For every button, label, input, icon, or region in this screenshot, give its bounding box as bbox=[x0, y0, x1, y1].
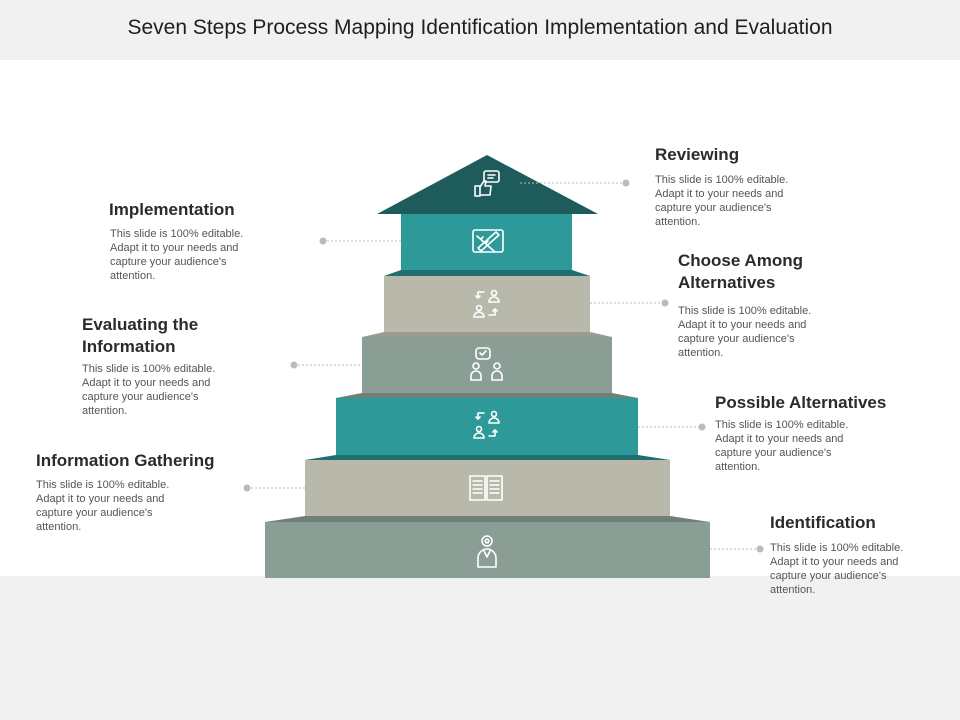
label-possible-alternatives: Possible Alternatives bbox=[715, 393, 887, 412]
connector-dot-reviewing bbox=[622, 179, 630, 187]
open-book-icon bbox=[469, 475, 503, 501]
page-title: Seven Steps Process Mapping Identificati… bbox=[127, 16, 833, 39]
step-identification-top bbox=[265, 516, 710, 522]
person-target-icon bbox=[477, 535, 497, 568]
connector-dot-implementation bbox=[319, 237, 327, 245]
desc-possible-alternatives: This slide is 100% editable. Adapt it to… bbox=[715, 419, 849, 473]
thumbs-up-chat-icon bbox=[474, 170, 500, 197]
step-evaluating-information-top bbox=[362, 332, 612, 337]
step-identification bbox=[265, 516, 710, 578]
connectors bbox=[247, 182, 760, 550]
people-exchange-icon-2 bbox=[473, 410, 500, 439]
step-choose-alternatives bbox=[384, 270, 590, 332]
label-information-gathering: Information Gathering bbox=[36, 451, 215, 470]
step-possible-alternatives-top bbox=[336, 393, 638, 398]
desc-implementation: This slide is 100% editable. Adapt it to… bbox=[110, 228, 244, 282]
connector-dot-identification bbox=[756, 545, 764, 553]
title-band bbox=[0, 0, 960, 60]
step-reviewing-roof bbox=[377, 155, 598, 214]
desc-information-gathering: This slide is 100% editable. Adapt it to… bbox=[36, 479, 170, 533]
step-reviewing bbox=[377, 155, 598, 214]
connector-dot-possible-alternatives bbox=[698, 423, 706, 431]
label-identification: Identification bbox=[770, 513, 876, 532]
footer-band bbox=[0, 576, 960, 720]
desc-evaluating: This slide is 100% editable. Adapt it to… bbox=[82, 363, 216, 417]
step-possible-alternatives-block bbox=[336, 398, 638, 455]
desc-identification: This slide is 100% editable. Adapt it to… bbox=[770, 542, 904, 596]
connector-dot-information-gathering bbox=[243, 484, 251, 492]
connector-dot-choose-alternatives bbox=[661, 299, 669, 307]
step-choose-alternatives-top bbox=[384, 270, 590, 276]
step-possible-alternatives bbox=[336, 393, 638, 455]
step-identification-block bbox=[265, 522, 710, 578]
step-evaluating-information-block bbox=[362, 337, 612, 393]
label-evaluating: Evaluating the Information bbox=[82, 315, 199, 356]
label-choose-alternatives: Choose Among Alternatives bbox=[678, 251, 803, 292]
label-implementation: Implementation bbox=[109, 200, 235, 219]
connector-dot-evaluating bbox=[290, 361, 298, 369]
step-choose-alternatives-block bbox=[384, 276, 590, 332]
desc-reviewing: This slide is 100% editable. Adapt it to… bbox=[655, 174, 789, 228]
label-reviewing: Reviewing bbox=[655, 145, 740, 164]
pencil-ruler-icon bbox=[472, 229, 504, 253]
people-exchange-icon bbox=[473, 289, 500, 318]
step-information-gathering-top bbox=[305, 455, 670, 460]
team-approval-icon bbox=[470, 347, 503, 381]
desc-choose-alternatives: This slide is 100% editable. Adapt it to… bbox=[678, 305, 812, 359]
step-evaluating-information bbox=[362, 332, 612, 393]
connector-dots bbox=[243, 179, 764, 553]
